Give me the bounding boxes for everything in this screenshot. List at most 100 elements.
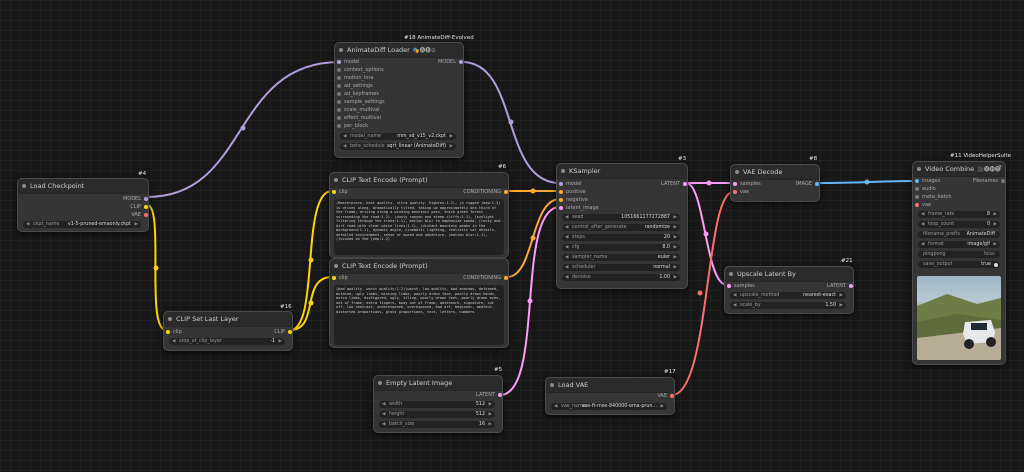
port-dot[interactable] xyxy=(337,84,341,88)
arrow-left-icon[interactable]: ◀ xyxy=(565,215,569,220)
port-dot[interactable] xyxy=(559,198,563,202)
pingpong-toggle[interactable]: pingpong false xyxy=(918,251,1000,258)
cfg-widget[interactable]: ◀ cfg 8.0 ▶ xyxy=(562,244,680,251)
arrow-left-icon[interactable]: ◀ xyxy=(565,225,569,230)
arrow-right-icon[interactable]: ▶ xyxy=(488,412,492,417)
input-latent-image[interactable]: latent_image xyxy=(559,204,599,212)
port-dot[interactable] xyxy=(670,394,674,398)
scheduler-widget[interactable]: ◀ scheduler normal ▶ xyxy=(562,264,680,271)
port-dot[interactable] xyxy=(727,284,731,288)
arrow-left-icon[interactable]: ◀ xyxy=(921,212,925,217)
input-ad-settings[interactable]: ad_settings xyxy=(337,82,373,90)
input-motion-lora[interactable]: motion_lora xyxy=(337,74,374,82)
input-negative[interactable]: negative xyxy=(559,196,588,204)
port-dot[interactable] xyxy=(1001,179,1005,183)
arrow-left-icon[interactable]: ◀ xyxy=(172,339,176,344)
port-dot[interactable] xyxy=(144,213,148,217)
arrow-right-icon[interactable]: ▶ xyxy=(993,242,997,247)
input-meta-batch[interactable]: meta_batch xyxy=(915,193,952,201)
node-empty-latent-image[interactable]: Empty Latent Image LATENT ◀ width 512 ▶ … xyxy=(373,375,503,433)
arrow-left-icon[interactable]: ◀ xyxy=(921,242,925,247)
loop-count-widget[interactable]: ◀ loop_count 0 ▶ xyxy=(918,221,1000,228)
input-effect-multival[interactable]: effect_multival xyxy=(337,114,381,122)
arrow-right-icon[interactable]: ▶ xyxy=(449,144,453,149)
arrow-left-icon[interactable]: ◀ xyxy=(343,144,347,149)
arrow-right-icon[interactable]: ▶ xyxy=(839,293,843,298)
arrow-right-icon[interactable]: ▶ xyxy=(673,225,677,230)
port-dot[interactable] xyxy=(559,182,563,186)
port-dot[interactable] xyxy=(915,195,919,199)
arrow-left-icon[interactable]: ◀ xyxy=(382,402,386,407)
port-dot[interactable] xyxy=(144,197,148,201)
input-model[interactable]: model xyxy=(337,58,360,66)
node-upscale-latent-by[interactable]: Upscale Latent By samples LATENT ◀ upsca… xyxy=(724,266,854,314)
node-title[interactable]: CLIP Text Encode (Prompt) xyxy=(330,173,508,188)
positive-prompt-textarea[interactable]: (Masterpiece, best quality, ultra qualit… xyxy=(334,199,504,255)
port-dot[interactable] xyxy=(337,60,341,64)
port-dot[interactable] xyxy=(915,187,919,191)
node-load-vae[interactable]: Load VAE VAE ◀ vae_name vae-ft-mse-84000… xyxy=(545,377,675,415)
arrow-left-icon[interactable]: ◀ xyxy=(554,404,558,409)
node-title[interactable]: CLIP Text Encode (Prompt) xyxy=(330,259,508,274)
batch-size-widget[interactable]: ◀ batch_size 16 ▶ xyxy=(379,421,495,428)
port-dot[interactable] xyxy=(332,276,336,280)
port-dot[interactable] xyxy=(915,179,919,183)
arrow-right-icon[interactable]: ▶ xyxy=(134,222,138,227)
input-model[interactable]: model xyxy=(559,180,582,188)
input-samples[interactable]: samples xyxy=(733,180,761,188)
port-dot[interactable] xyxy=(332,190,336,194)
output-image[interactable]: IMAGE xyxy=(796,180,819,188)
scale-by-widget[interactable]: ◀ scale_by 1.50 ▶ xyxy=(730,302,846,309)
node-vae-decode[interactable]: VAE Decode samples vae IMAGE xyxy=(730,164,820,202)
output-clip[interactable]: CLIP xyxy=(130,203,148,211)
arrow-left-icon[interactable]: ◀ xyxy=(921,222,925,227)
arrow-right-icon[interactable]: ▶ xyxy=(993,212,997,217)
output-latent[interactable]: LATENT xyxy=(661,180,687,188)
arrow-right-icon[interactable]: ▶ xyxy=(278,339,282,344)
vae-name-widget[interactable]: ◀ vae_name vae-ft-mse-840000-ema-prun...… xyxy=(551,403,667,410)
ckpt-name-widget[interactable]: ◀ ckpt_name v1-5-pruned-emaonly.ckpt ▶ xyxy=(23,221,141,228)
output-conditioning[interactable]: CONDITIONING xyxy=(463,188,508,196)
node-clip-set-last-layer[interactable]: CLIP Set Last Layer clip CLIP ◀ stop_at_… xyxy=(163,311,293,351)
port-dot[interactable] xyxy=(733,182,737,186)
width-widget[interactable]: ◀ width 512 ▶ xyxy=(379,401,495,408)
model-name-widget[interactable]: ◀ model_name mm_sd_v15_v2.ckpt ▶ xyxy=(340,133,456,140)
output-model[interactable]: MODEL xyxy=(438,58,463,66)
arrow-right-icon[interactable]: ▶ xyxy=(673,235,677,240)
arrow-right-icon[interactable]: ▶ xyxy=(673,265,677,270)
output-conditioning[interactable]: CONDITIONING xyxy=(463,274,508,282)
port-dot[interactable] xyxy=(559,190,563,194)
port-dot[interactable] xyxy=(144,205,148,209)
port-dot[interactable] xyxy=(288,330,292,334)
node-animatediff-loader[interactable]: AnimateDiff Loader🎭🅐🅓② model context_opt… xyxy=(334,42,464,158)
node-video-combine[interactable]: Video Combine🎥🅥🅗🅢 ? images audio meta_ba… xyxy=(912,161,1006,365)
arrow-left-icon[interactable]: ◀ xyxy=(733,293,737,298)
input-samples[interactable]: samples xyxy=(727,282,755,290)
denoise-widget[interactable]: ◀ denoise 1.00 ▶ xyxy=(562,274,680,281)
input-sample-settings[interactable]: sample_settings xyxy=(337,98,385,106)
arrow-left-icon[interactable]: ◀ xyxy=(565,245,569,250)
port-dot[interactable] xyxy=(166,330,170,334)
output-vae[interactable]: VAE xyxy=(657,392,674,400)
port-dot[interactable] xyxy=(459,60,463,64)
input-positive[interactable]: positive xyxy=(559,188,586,196)
arrow-left-icon[interactable]: ◀ xyxy=(565,275,569,280)
arrow-right-icon[interactable]: ▶ xyxy=(660,404,664,409)
arrow-left-icon[interactable]: ◀ xyxy=(26,222,30,227)
save-output-toggle[interactable]: save_output true xyxy=(918,261,1000,268)
arrow-right-icon[interactable]: ▶ xyxy=(449,134,453,139)
input-clip[interactable]: clip xyxy=(332,188,348,196)
port-dot[interactable] xyxy=(733,190,737,194)
input-images[interactable]: images xyxy=(915,177,940,185)
arrow-right-icon[interactable]: ▶ xyxy=(488,402,492,407)
port-dot[interactable] xyxy=(915,203,919,207)
port-dot[interactable] xyxy=(849,284,853,288)
output-vae[interactable]: VAE xyxy=(131,211,148,219)
control-after-generate-widget[interactable]: ◀ control_after_generate randomize ▶ xyxy=(562,224,680,231)
node-title[interactable]: Empty Latent Image xyxy=(374,376,502,391)
node-title[interactable]: Load Checkpoint xyxy=(18,179,148,194)
stop-at-clip-layer-widget[interactable]: ◀ stop_at_clip_layer -1 ▶ xyxy=(169,338,285,345)
upscale-method-widget[interactable]: ◀ upscale_method nearest-exact ▶ xyxy=(730,292,846,299)
arrow-left-icon[interactable]: ◀ xyxy=(382,422,386,427)
steps-widget[interactable]: ◀ steps 20 ▶ xyxy=(562,234,680,241)
